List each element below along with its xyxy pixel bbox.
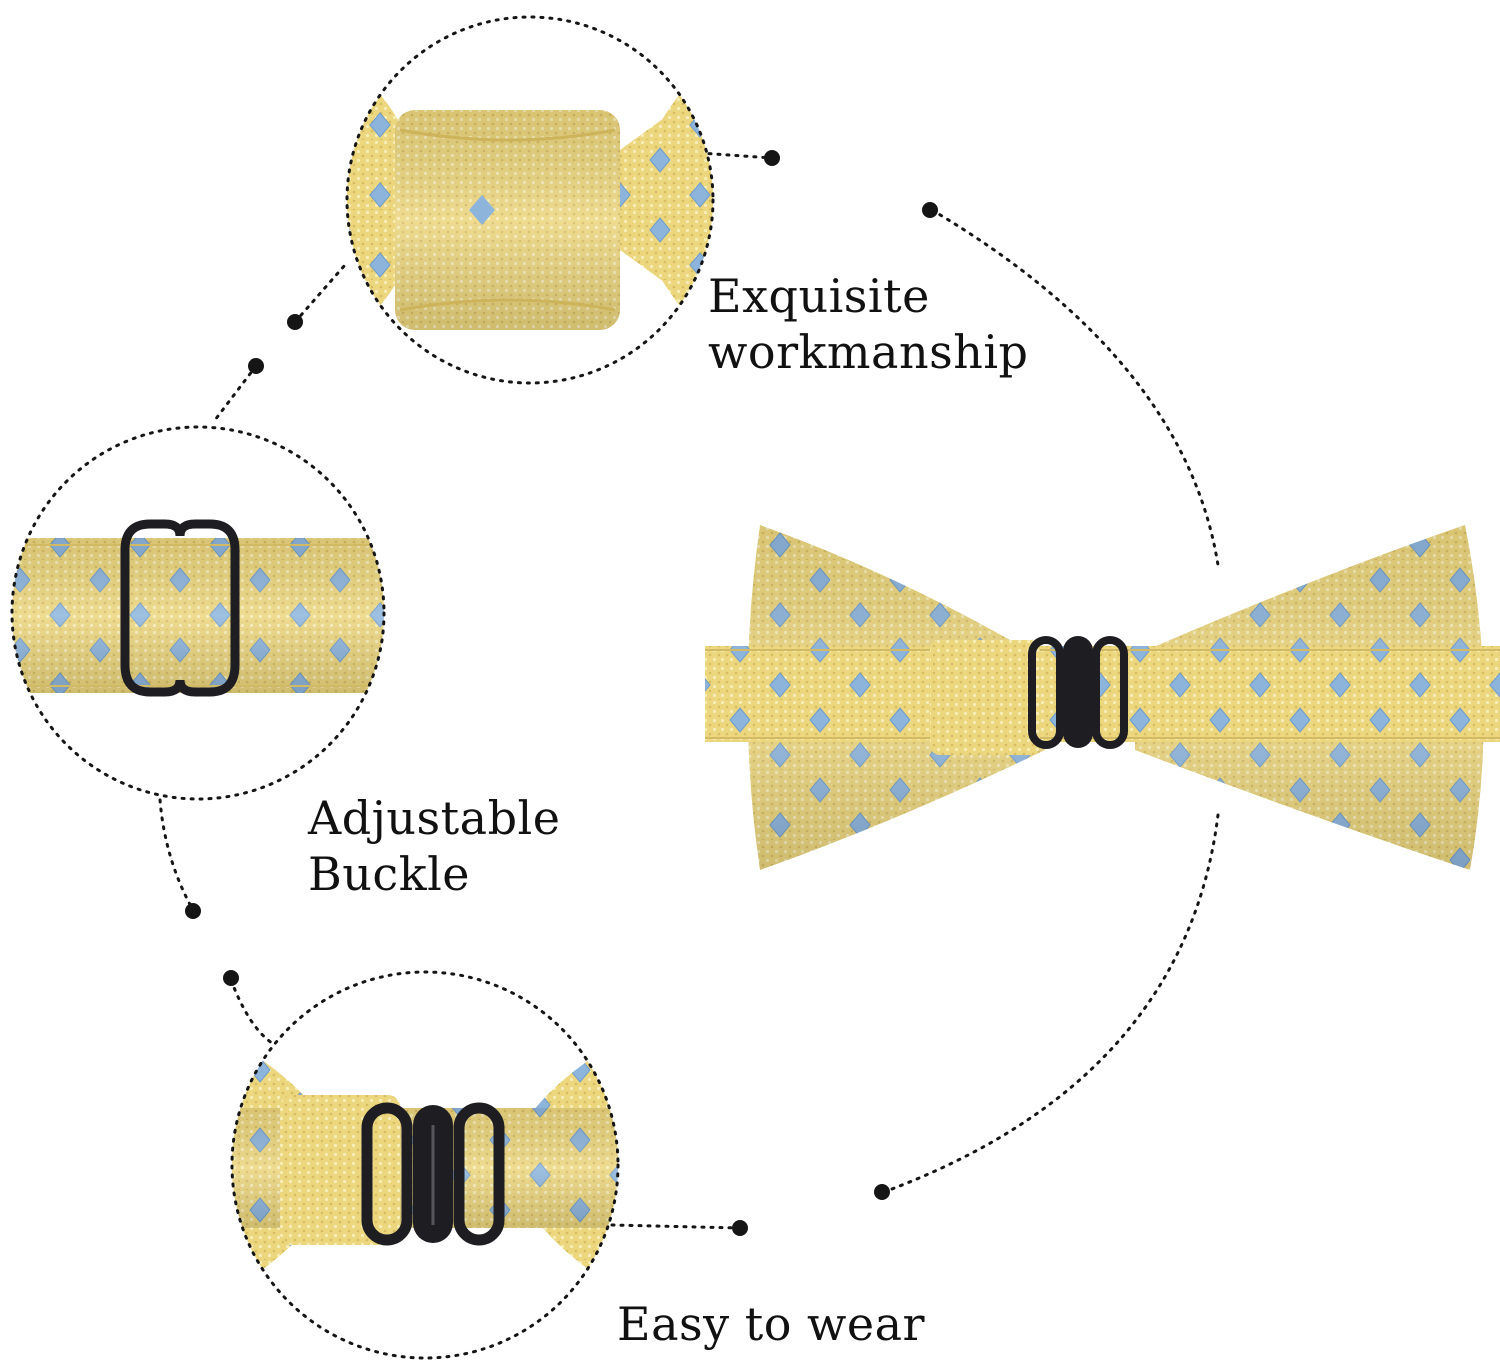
bow-tie-buckle-icon <box>1028 636 1128 749</box>
label-exquisite-workmanship: Exquisite workmanship <box>708 268 1029 380</box>
connector-dotted-lines <box>158 151 1220 1230</box>
label-line: workmanship <box>708 325 1029 379</box>
buckle-closeup-circle <box>12 519 384 697</box>
knot-closeup-circle <box>347 40 713 360</box>
connector-dots <box>185 150 938 1236</box>
label-line: Easy to wear <box>617 1297 926 1351</box>
bow-tie-strap <box>705 646 1500 742</box>
label-line: Adjustable <box>308 791 561 845</box>
label-line: Buckle <box>308 847 471 901</box>
clip-buckle-icon <box>361 1102 505 1246</box>
knot-closeup-border <box>345 15 715 385</box>
label-easy-to-wear: Easy to wear <box>617 1296 925 1352</box>
wear-closeup-border <box>230 970 620 1360</box>
slider-buckle-icon <box>120 519 240 697</box>
label-adjustable-buckle: Adjustable Buckle <box>308 790 560 902</box>
wear-closeup-circle <box>232 1040 618 1290</box>
label-line: Exquisite <box>708 269 930 323</box>
bow-tie-main <box>705 525 1500 870</box>
buckle-closeup-border <box>10 425 386 801</box>
